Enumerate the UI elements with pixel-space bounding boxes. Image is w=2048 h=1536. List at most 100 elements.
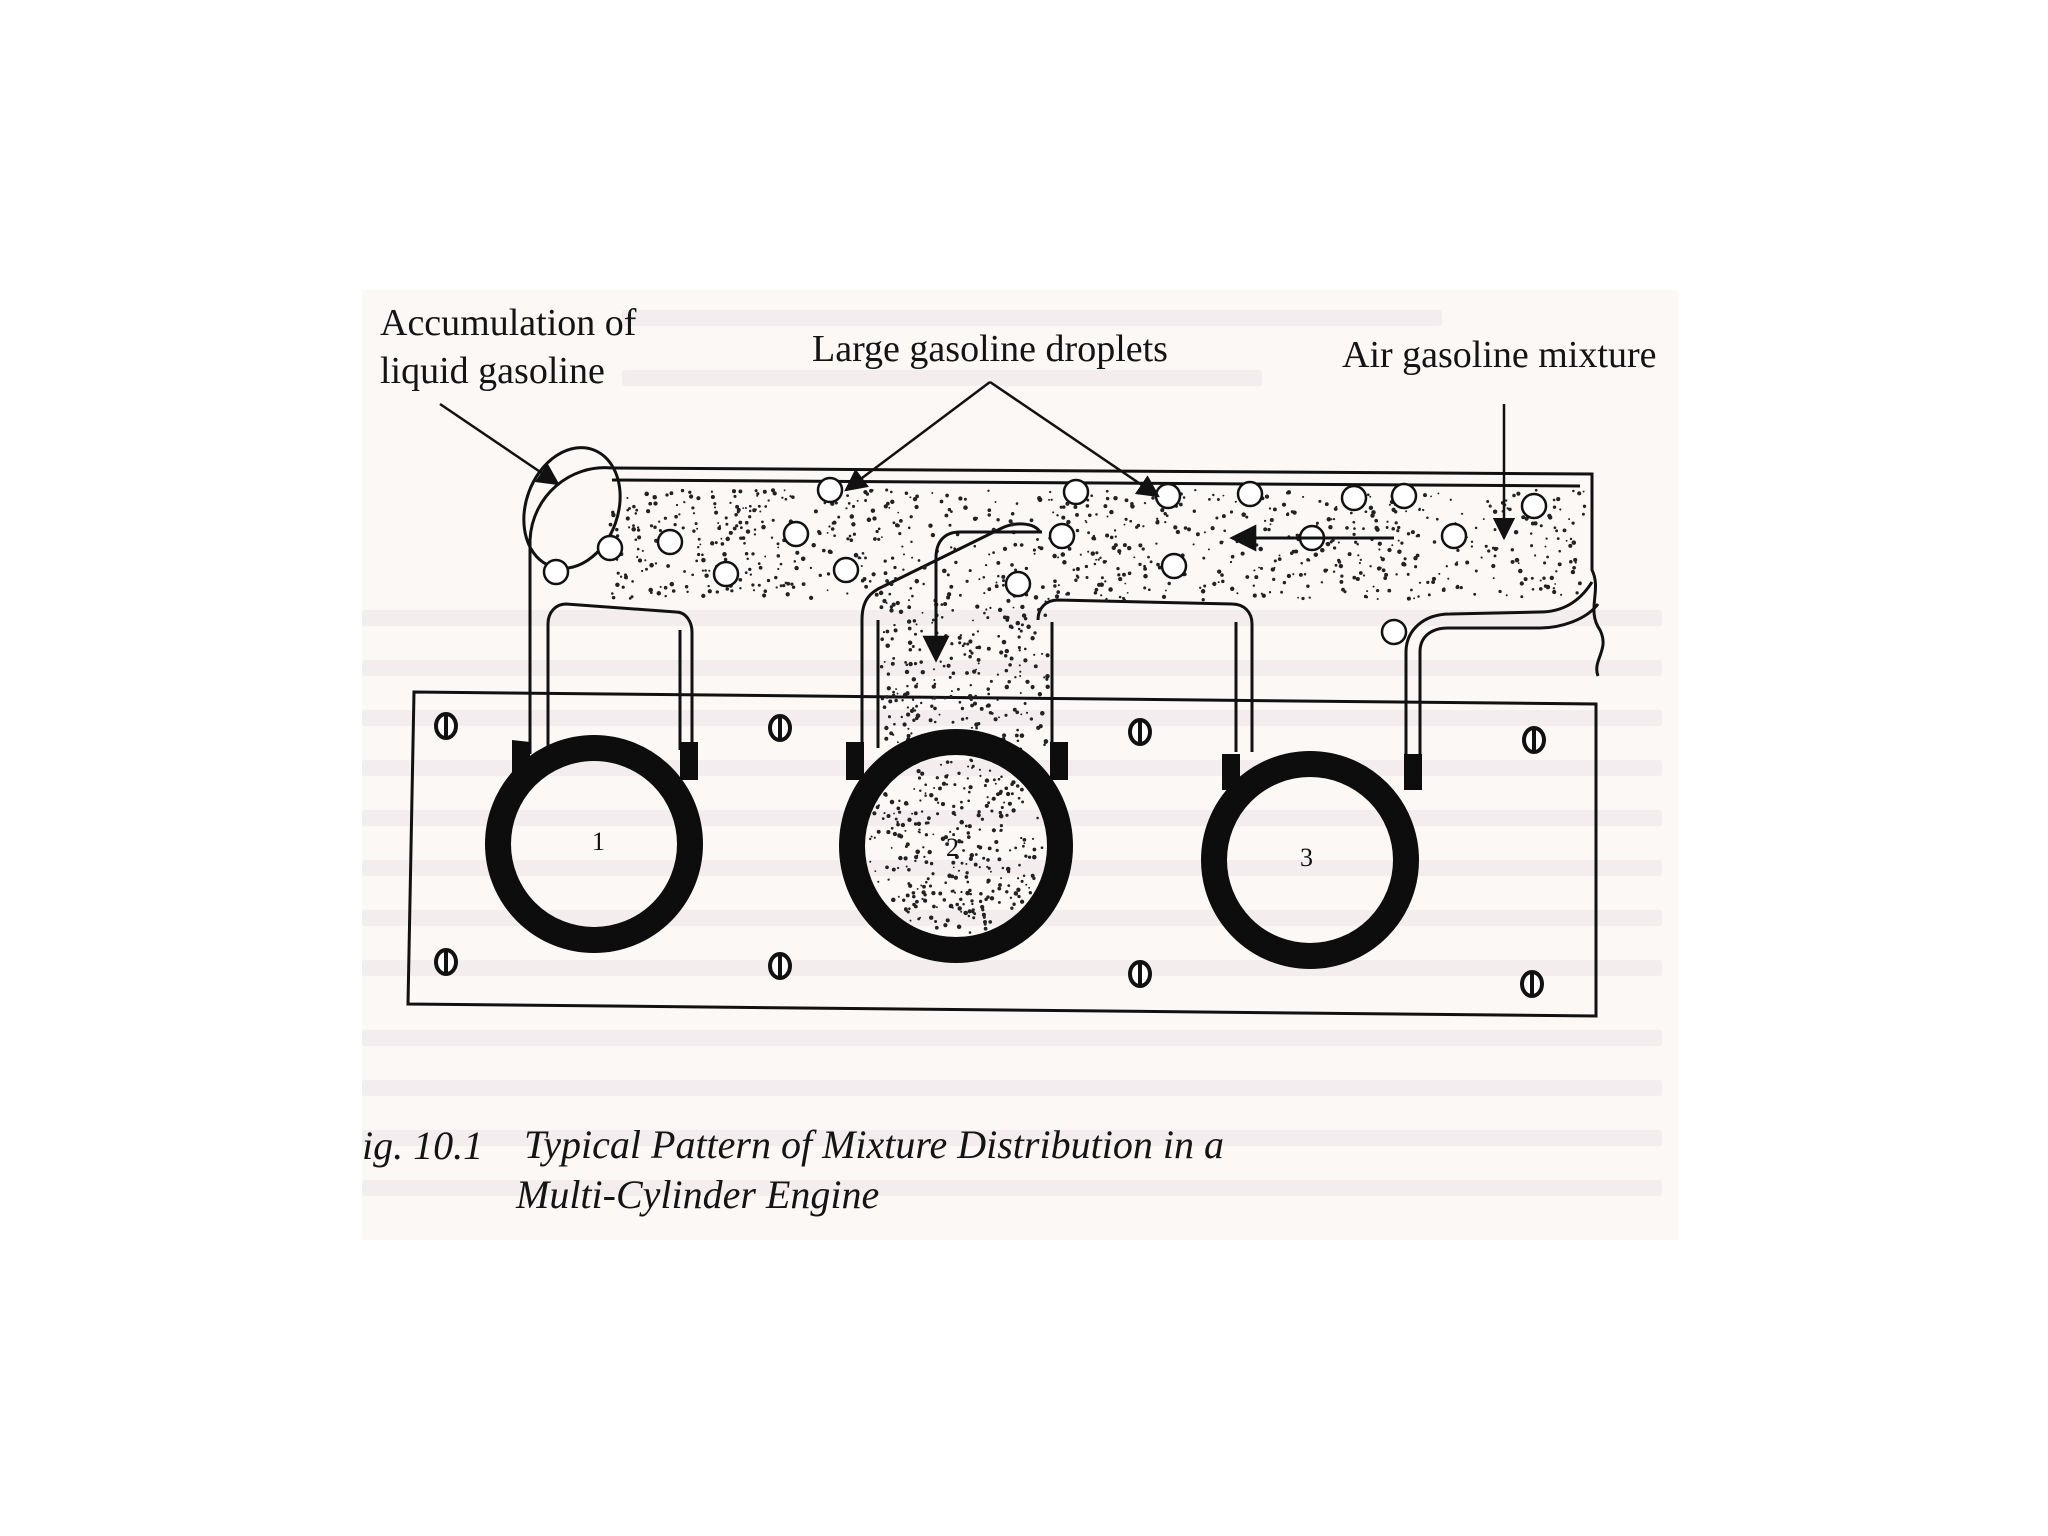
mixture-dot — [1045, 673, 1050, 679]
mixture-dot — [1386, 520, 1389, 523]
mixture-dot — [942, 568, 947, 574]
mixture-dot — [904, 829, 907, 832]
mixture-dot — [1030, 636, 1035, 641]
mixture-dot — [860, 564, 863, 568]
mixture-dot — [1369, 565, 1372, 568]
mixture-dot — [615, 527, 619, 532]
mixture-dot — [973, 862, 978, 867]
mixture-dot — [907, 626, 912, 631]
mixture-dot — [949, 656, 953, 660]
gasoline-droplet — [832, 556, 860, 584]
mixture-dot — [1057, 584, 1060, 587]
mixture-dot — [691, 573, 695, 577]
mixture-dot — [1397, 539, 1400, 542]
mixture-dot — [890, 826, 894, 830]
mixture-dot — [696, 496, 701, 501]
mixture-dot — [611, 512, 616, 518]
mixture-dot — [920, 884, 923, 887]
mixture-dot — [688, 494, 694, 499]
mixture-dot — [991, 798, 994, 801]
mixture-dot — [1000, 775, 1003, 779]
mixture-dot — [1277, 557, 1282, 561]
mixture-dot — [1010, 512, 1015, 516]
mixture-dot — [1163, 511, 1167, 516]
mixture-dot — [949, 546, 953, 549]
mixture-dot — [1297, 596, 1300, 599]
mixture-dot — [920, 771, 925, 776]
mixture-dot — [1286, 573, 1292, 579]
mixture-dot — [1492, 509, 1498, 514]
mixture-dot — [1465, 560, 1470, 565]
mixture-dot — [957, 839, 962, 844]
mixture-dot — [1330, 518, 1333, 521]
mixture-dot — [912, 707, 915, 710]
mixture-dot — [909, 919, 912, 922]
mixture-dot — [1039, 546, 1044, 551]
mixture-dot — [791, 585, 796, 589]
mixture-dot — [725, 522, 729, 526]
bolt-icon — [434, 948, 458, 976]
mixture-dot — [641, 549, 644, 552]
mixture-dot — [1052, 511, 1055, 514]
mixture-dot — [1143, 586, 1147, 590]
mixture-dot — [1092, 534, 1096, 538]
mixture-dot — [928, 884, 933, 888]
mixture-dot — [675, 503, 679, 507]
mixture-dot — [911, 556, 914, 559]
mixture-dot — [967, 693, 973, 699]
mixture-dot — [1085, 576, 1089, 579]
mixture-dot — [882, 584, 887, 588]
mixture-dot — [1482, 518, 1485, 521]
mixture-dot — [1102, 560, 1107, 564]
mixture-dot — [628, 597, 632, 600]
mixture-dot — [919, 916, 922, 919]
mixture-dot — [908, 907, 911, 910]
mixture-dot — [988, 553, 991, 556]
flow-arrow-down — [922, 530, 1042, 663]
mixture-dot — [1019, 670, 1022, 673]
mixture-dot — [710, 494, 715, 500]
mixture-dot — [1568, 543, 1573, 548]
mixture-dot — [978, 828, 982, 831]
mixture-dot — [953, 875, 959, 880]
mixture-dot — [1341, 587, 1345, 592]
mixture-dot — [1122, 543, 1127, 548]
mixture-dot — [1306, 558, 1310, 562]
mixture-dot — [915, 713, 921, 718]
mixture-dot — [922, 891, 926, 895]
mixture-dot — [1003, 801, 1006, 804]
mixture-dot — [632, 504, 636, 509]
mixture-dot — [1017, 796, 1021, 800]
mixture-dot — [1020, 836, 1023, 840]
mixture-dot — [987, 489, 990, 492]
mixture-dot — [833, 534, 836, 538]
mixture-dot — [890, 846, 893, 849]
mixture-dot — [987, 692, 991, 696]
mixture-dot — [986, 703, 991, 708]
mixture-dot — [1352, 575, 1357, 580]
mixture-dot — [1029, 717, 1034, 721]
mixture-dot — [628, 506, 631, 510]
mixture-dot — [1045, 677, 1049, 681]
mixture-dot — [1259, 566, 1264, 570]
mixture-dot — [1032, 854, 1037, 860]
mixture-dot — [1007, 884, 1011, 887]
figure-caption-line1: Typical Pattern of Mixture Distribution … — [524, 1122, 1224, 1167]
mixture-dot — [1010, 563, 1014, 567]
mixture-dot — [958, 496, 963, 501]
mixture-dot — [963, 653, 967, 656]
mixture-dot — [710, 490, 714, 493]
mixture-dot — [1364, 510, 1368, 514]
mixture-dot — [1008, 663, 1012, 667]
mixture-dot — [1009, 896, 1013, 899]
mixture-dot — [1555, 529, 1559, 533]
mixture-dot — [761, 524, 766, 530]
mixture-dot — [1014, 568, 1018, 572]
gasoline-droplet — [542, 558, 570, 586]
mixture-dot — [1568, 518, 1571, 521]
mixture-dot — [960, 910, 963, 913]
mixture-dot — [877, 880, 880, 883]
gasoline-droplet — [596, 534, 624, 562]
mixture-dot — [955, 902, 959, 907]
mixture-dot — [885, 643, 890, 648]
